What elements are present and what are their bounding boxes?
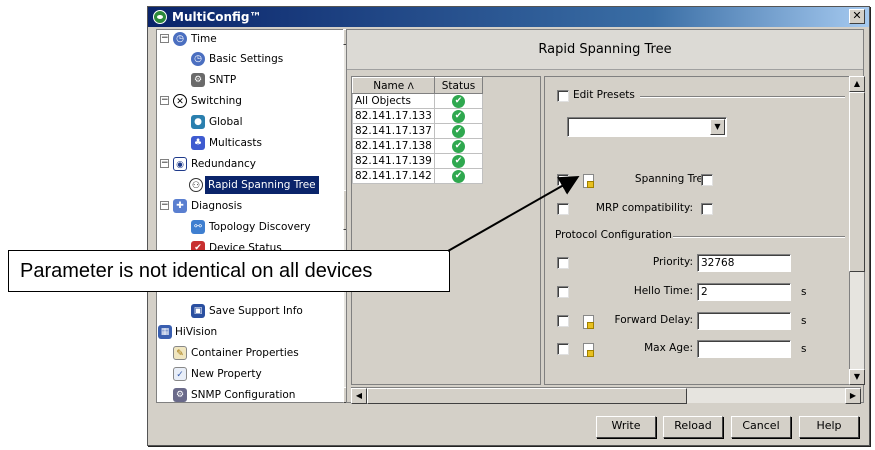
- multiconfig-app-icon: [153, 10, 167, 24]
- forward-delay-unit: s: [801, 315, 807, 327]
- save-icon: ▣: [191, 304, 205, 318]
- spanning-tree-label: Spanning Tree:: [634, 173, 713, 185]
- priority-label: Priority:: [652, 256, 693, 268]
- status-ok-icon: ✔: [452, 109, 465, 123]
- collapse-icon[interactable]: −: [160, 33, 169, 43]
- sntp-icon: ⚙: [191, 73, 205, 87]
- window-title: MultiConfig™: [172, 10, 262, 24]
- close-icon[interactable]: ✕: [849, 9, 865, 24]
- write-button[interactable]: Write: [596, 416, 656, 438]
- mrp-override-checkbox[interactable]: [557, 203, 569, 215]
- table-row[interactable]: 82.141.17.139✔: [352, 153, 483, 169]
- scroll-left-icon[interactable]: ◀: [351, 388, 367, 404]
- collapse-icon[interactable]: −: [160, 200, 169, 210]
- table-row[interactable]: All Objects✔: [352, 93, 483, 109]
- not-identical-icon: [583, 174, 594, 188]
- status-ok-icon: ✔: [452, 124, 465, 138]
- edit-presets-label: Edit Presets: [573, 89, 635, 101]
- cancel-button[interactable]: Cancel: [731, 416, 791, 438]
- column-header-status[interactable]: Status: [434, 77, 483, 94]
- spanning-tree-icon: ⚇: [189, 178, 203, 192]
- mrp-compatibility-checkbox[interactable]: [701, 203, 713, 215]
- collapse-icon[interactable]: −: [160, 158, 169, 168]
- scroll-thumb[interactable]: [849, 92, 865, 272]
- status-ok-icon: ✔: [452, 154, 465, 168]
- scroll-up-icon[interactable]: ▲: [849, 76, 865, 92]
- spanning-tree-override-checkbox[interactable]: [557, 174, 569, 186]
- clock-icon: ◷: [173, 32, 187, 46]
- forward-delay-override-checkbox[interactable]: [557, 315, 569, 327]
- device-grid: Name Λ Status All Objects✔ 82.141.17.133…: [351, 76, 541, 385]
- column-header-name[interactable]: Name Λ: [352, 77, 435, 94]
- snmp-icon: ⚙: [173, 388, 187, 402]
- scroll-right-icon[interactable]: ▶: [845, 388, 861, 404]
- annotation-callout: Parameter is not identical on all device…: [8, 250, 450, 292]
- not-identical-icon: [583, 343, 594, 357]
- global-icon: ●: [191, 115, 205, 129]
- new-property-icon: ✓: [173, 367, 187, 381]
- redundancy-icon: ◉: [173, 157, 187, 171]
- help-button[interactable]: Help: [799, 416, 859, 438]
- navigation-tree: − ◷ Time ◷ Basic Settings ⚙ SNTP − ✕ Swi…: [156, 29, 344, 403]
- scroll-down-icon[interactable]: ▼: [849, 369, 865, 385]
- table-row[interactable]: 82.141.17.142✔: [352, 168, 483, 184]
- horizontal-scrollbar[interactable]: ◀ ▶: [351, 387, 861, 404]
- collapse-icon[interactable]: −: [160, 95, 169, 105]
- panel-title: Rapid Spanning Tree: [347, 30, 863, 70]
- status-ok-icon: ✔: [452, 139, 465, 153]
- priority-input[interactable]: 32768: [697, 254, 791, 272]
- not-identical-icon: [583, 315, 594, 329]
- protocol-configuration-label: Protocol Configuration: [555, 229, 672, 241]
- max-age-unit: s: [801, 343, 807, 355]
- table-row[interactable]: 82.141.17.138✔: [352, 138, 483, 154]
- properties-panel: Edit Presets ▼ Spanning Tree: MRP compat…: [544, 76, 850, 385]
- status-ok-icon: ✔: [452, 169, 465, 183]
- container-icon: ✎: [173, 346, 187, 360]
- hello-time-input[interactable]: 2: [697, 283, 791, 301]
- max-age-override-checkbox[interactable]: [557, 343, 569, 355]
- table-row[interactable]: 82.141.17.137✔: [352, 123, 483, 139]
- hello-time-unit: s: [801, 286, 807, 298]
- edit-presets-checkbox[interactable]: [557, 90, 569, 102]
- hivision-icon: ▦: [158, 325, 172, 339]
- topology-icon: ⚯: [191, 220, 205, 234]
- forward-delay-label: Forward Delay:: [614, 314, 693, 326]
- spanning-tree-checkbox[interactable]: [701, 174, 713, 186]
- max-age-label: Max Age:: [644, 342, 693, 354]
- multicast-icon: ♣: [191, 136, 205, 150]
- properties-scrollbar[interactable]: ▲ ▼: [849, 76, 865, 385]
- status-ok-icon: ✔: [452, 94, 465, 108]
- group-divider: [673, 236, 845, 238]
- content-panel: Rapid Spanning Tree Name Λ Status All Ob…: [346, 29, 865, 404]
- priority-override-checkbox[interactable]: [557, 257, 569, 269]
- multiconfig-window: MultiConfig™ ✕ − ◷ Time ◷ Basic Settings…: [147, 6, 870, 446]
- max-age-input[interactable]: [697, 340, 791, 358]
- forward-delay-input[interactable]: [697, 312, 791, 330]
- clock-icon: ◷: [191, 52, 205, 66]
- mrp-compatibility-label: MRP compatibility:: [595, 202, 693, 214]
- scroll-thumb[interactable]: [367, 388, 687, 404]
- switching-icon: ✕: [173, 94, 187, 108]
- title-bar[interactable]: MultiConfig™ ✕: [148, 7, 869, 27]
- table-row[interactable]: 82.141.17.133✔: [352, 108, 483, 124]
- presets-dropdown[interactable]: ▼: [567, 117, 727, 137]
- diagnosis-icon: ✚: [173, 199, 187, 213]
- reload-button[interactable]: Reload: [663, 416, 723, 438]
- hello-time-label: Hello Time:: [633, 285, 693, 297]
- group-divider: [640, 96, 845, 98]
- chevron-down-icon[interactable]: ▼: [710, 119, 725, 135]
- hello-time-override-checkbox[interactable]: [557, 286, 569, 298]
- sort-ascending-icon: Λ: [407, 81, 414, 92]
